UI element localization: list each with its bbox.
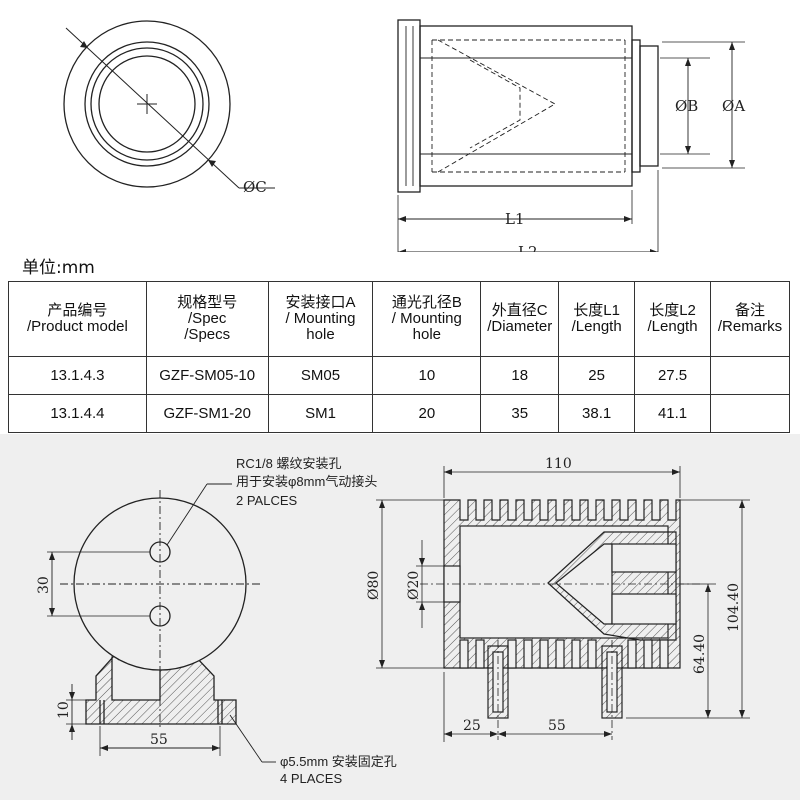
- note-mount-line2: 4 PLACES: [280, 771, 342, 786]
- note-rc-line3: 2 PALCES: [236, 493, 298, 508]
- dim-104-label: 104.40: [726, 583, 742, 632]
- cell-product-model: 13.1.4.4: [8, 394, 147, 433]
- cell-length-l2: 41.1: [634, 394, 711, 433]
- dim-110-label: 110: [545, 456, 572, 472]
- header-product-model: 产品编号 /Product model: [8, 281, 147, 357]
- note-rc-line1: RC1/8 螺纹安装孔: [236, 456, 341, 471]
- top-drawings: ØC: [63, 19, 745, 252]
- cell-aperture-b: 20: [372, 394, 482, 433]
- cell-spec: GZF-SM1-20: [145, 394, 269, 433]
- heatsink-drawing: 30 10 55 RC1/8 螺纹安装孔 用于安装φ8mm气动接头 2 PALC…: [36, 456, 750, 786]
- dim-b-label: ØB: [675, 97, 698, 115]
- cell-length-l2: 27.5: [634, 356, 711, 395]
- front-view-arrows: [49, 552, 220, 751]
- cell-aperture-b: 10: [372, 356, 482, 395]
- dim-l1-label: L1: [505, 210, 525, 228]
- dim-55-right-label: 55: [548, 718, 566, 734]
- table-row: 13.1.4.4 GZF-SM1-20 SM1 20 35 38.1 41.1: [8, 394, 791, 433]
- spec-table: 产品编号 /Product model 规格型号 /Spec /Specs 安装…: [8, 281, 791, 433]
- cell-product-model: 13.1.4.3: [8, 356, 147, 395]
- cell-spec: GZF-SM05-10: [145, 356, 269, 395]
- dim-l2-label: L2: [518, 243, 538, 252]
- side-view-arrows: [398, 42, 735, 252]
- header-spec: 规格型号 /Spec /Specs: [145, 281, 269, 357]
- header-length-l2: 长度L2 /Length: [634, 281, 711, 357]
- table-row: 13.1.4.3 GZF-SM05-10 SM05 10 18 25 27.5: [8, 356, 791, 395]
- side-view-drawing: [397, 19, 745, 252]
- cell-length-l1: 25: [558, 356, 636, 395]
- cell-mounting-interface-a: SM1: [267, 394, 374, 433]
- cell-diameter-c: 18: [480, 356, 560, 395]
- note-rc-line2: 用于安装φ8mm气动接头: [236, 474, 377, 489]
- dim-64-label: 64.40: [692, 634, 708, 674]
- cell-mounting-interface-a: SM05: [267, 356, 374, 395]
- front-view: [47, 483, 276, 763]
- header-length-l1: 长度L1 /Length: [558, 281, 636, 357]
- dim-a-label: ØA: [722, 97, 745, 115]
- dim-25-label: 25: [463, 718, 481, 734]
- header-mounting-interface-a: 安装接口A / Mounting hole: [267, 281, 374, 357]
- cell-length-l1: 38.1: [558, 394, 636, 433]
- dim-30-label: 30: [36, 576, 52, 594]
- cell-diameter-c: 35: [480, 394, 560, 433]
- header-remarks: 备注 /Remarks: [709, 281, 791, 357]
- note-mount-line1: φ5.5mm 安装固定孔: [280, 754, 397, 769]
- dim-55-left-label: 55: [150, 732, 168, 748]
- header-diameter-c: 外直径C /Diameter: [480, 281, 560, 357]
- section-view: [376, 466, 750, 742]
- dim-80-label: Ø80: [366, 571, 382, 600]
- header-aperture-b: 通光孔径B / Mounting hole: [372, 281, 482, 357]
- dim-c-label: ØC: [243, 178, 267, 196]
- unit-label: 单位:mm: [22, 258, 95, 278]
- end-view-drawing: [63, 20, 275, 189]
- section-view-arrows: [379, 469, 745, 737]
- dim-10-label: 10: [56, 701, 72, 719]
- table-header-row: 产品编号 /Product model 规格型号 /Spec /Specs 安装…: [8, 281, 791, 357]
- cell-remarks: [709, 356, 791, 395]
- dim-20-label: Ø20: [406, 571, 422, 600]
- cell-remarks: [709, 394, 791, 433]
